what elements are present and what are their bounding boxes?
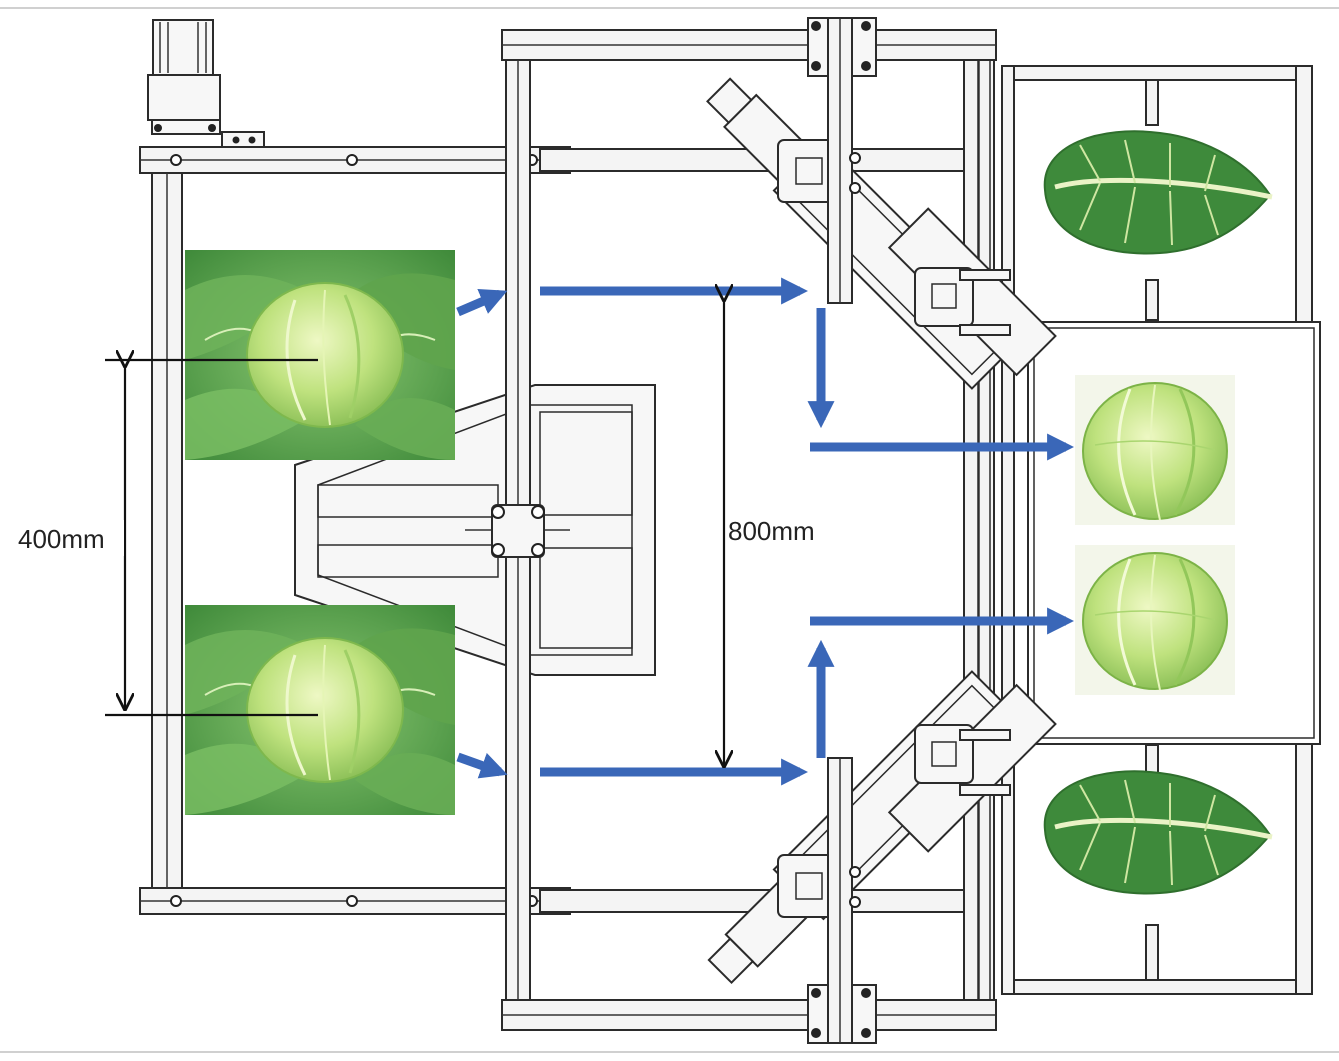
cabbage-head-icon — [1073, 543, 1237, 697]
side-rails — [139, 146, 971, 915]
cabbage-leaf-icon — [1045, 771, 1272, 893]
dimension-label-800: 800mm — [728, 516, 815, 546]
center-hub — [465, 504, 570, 558]
dimension-800: 800mm — [724, 300, 838, 766]
bottom-cutter-assembly — [707, 670, 1057, 1044]
dimension-400: 400mm — [14, 360, 318, 717]
cabbage-leaf-icon — [1045, 131, 1272, 253]
flow-arrow — [456, 752, 508, 779]
cabbage-plant-icon — [183, 603, 457, 817]
top-cutter-assembly — [706, 17, 1057, 390]
flow-arrows — [456, 277, 1075, 786]
motor-icon — [147, 19, 265, 148]
cabbage-head-icon — [1073, 373, 1237, 527]
cabbage-plant-icon — [183, 248, 457, 462]
dimension-label-400: 400mm — [18, 524, 105, 554]
flow-arrow — [456, 289, 508, 317]
